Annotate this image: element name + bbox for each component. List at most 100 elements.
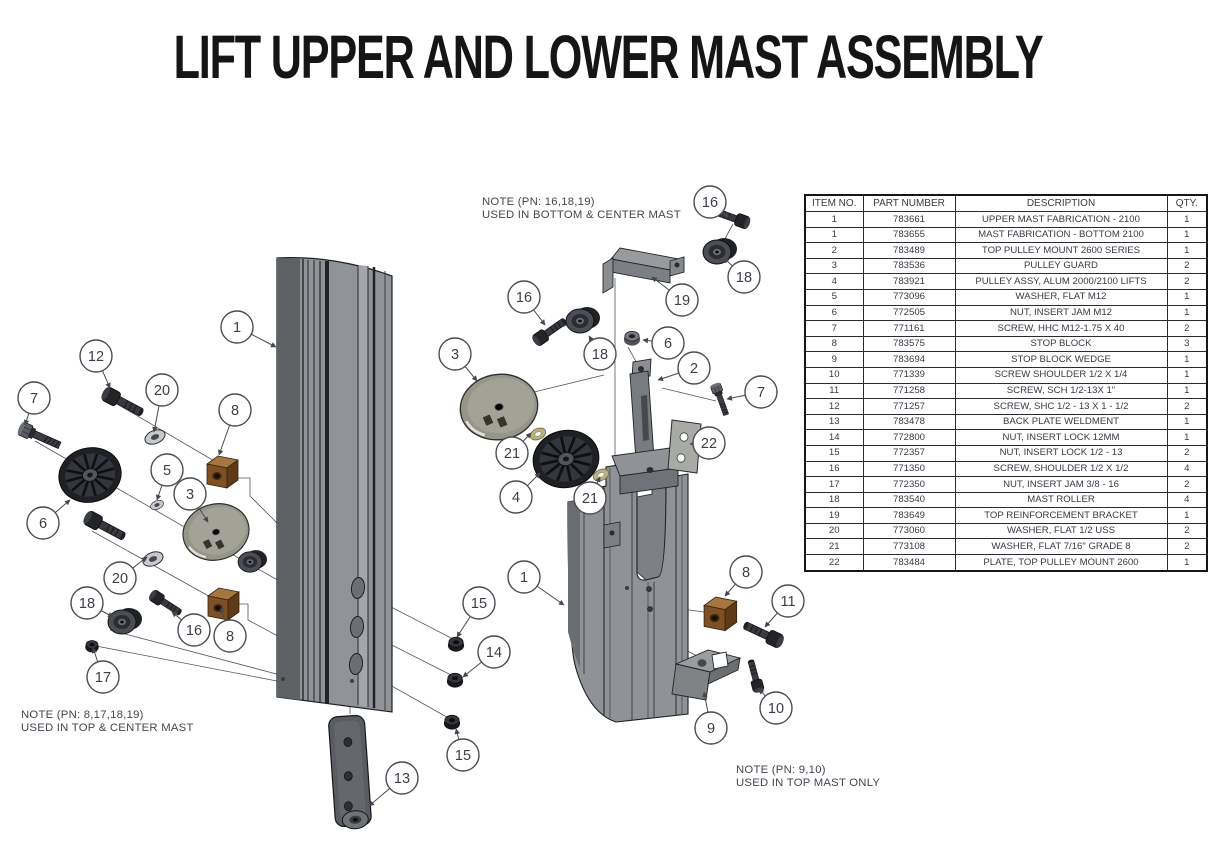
svg-text:18: 18 [592, 347, 608, 363]
callout-18-left: 18 [70, 586, 114, 620]
callout-3-left: 3 [173, 477, 209, 523]
callout-3-right: 3 [438, 337, 478, 382]
svg-text:10: 10 [768, 701, 784, 717]
table-cell: 1 [1166, 507, 1208, 524]
table-cell: 772800 [862, 429, 956, 446]
callout-8-right: 8 [724, 555, 763, 597]
callout-16-left: 16 [171, 611, 211, 647]
table-cell: 783540 [862, 491, 956, 509]
callout-15-bottom: 15 [446, 728, 480, 772]
callout-16-mid: 16 [507, 280, 546, 326]
table-cell: NUT, INSERT LOCK 12MM [954, 429, 1168, 446]
callout-14: 14 [462, 635, 511, 678]
table-cell: 14 [804, 429, 864, 446]
table-cell: 16 [804, 460, 864, 478]
callout-5: 5 [150, 453, 184, 501]
mast-roller-mid [565, 306, 601, 334]
callout-22: 22 [689, 426, 726, 460]
svg-text:6: 6 [664, 336, 672, 352]
table-cell: 771258 [862, 382, 956, 400]
table-cell: SCREW, SCH 1/2-13X 1" [954, 382, 1168, 400]
table-cell: 1 [1166, 211, 1208, 228]
note-top-center-mast: NOTE (PN: 8,17,18,19) USED IN TOP & CENT… [21, 709, 194, 734]
table-cell: 783655 [862, 226, 956, 244]
table-cell: 772505 [862, 304, 956, 322]
table-cell: 2 [1166, 320, 1208, 337]
table-cell: 771350 [862, 460, 956, 478]
svg-text:21: 21 [504, 446, 520, 462]
callout-6-right: 6 [642, 326, 685, 360]
svg-text:18: 18 [736, 270, 752, 286]
svg-text:3: 3 [186, 487, 194, 503]
table-cell: TOP PULLEY MOUNT 2600 SERIES [954, 242, 1168, 259]
svg-text:13: 13 [394, 771, 410, 787]
table-cell: 773060 [862, 522, 956, 540]
table-cell: STOP BLOCK WEDGE [954, 351, 1168, 368]
callout-19: 19 [651, 276, 699, 317]
shoulder-screw-left [146, 588, 185, 619]
callouts: 1 12 7 20 8 5 3 6 20 18 16 8 17 15 14 15… [17, 185, 805, 807]
svg-text:15: 15 [455, 748, 471, 764]
svg-text:7: 7 [757, 385, 765, 401]
table-cell: 2 [1166, 522, 1208, 540]
table-cell: 19 [804, 507, 864, 524]
table-cell: 1 [1166, 226, 1208, 244]
table-cell: 2 [1166, 257, 1208, 275]
shc-screw-top [98, 384, 147, 421]
svg-text:6: 6 [39, 516, 47, 532]
table-cell: 6 [804, 304, 864, 322]
table-cell: 3 [804, 257, 864, 275]
svg-text:15: 15 [471, 596, 487, 612]
table-cell: 1 [1166, 304, 1208, 322]
back-plate-weldment [328, 714, 372, 830]
table-cell: 2 [1166, 273, 1208, 290]
table-cell: STOP BLOCK [954, 335, 1168, 353]
callout-21-a: 21 [495, 432, 532, 470]
page-title: LIFT UPPER AND LOWER MAST ASSEMBLY [173, 23, 1044, 92]
svg-text:8: 8 [226, 629, 234, 645]
lock-nut-12mm [446, 672, 464, 689]
table-cell: 17 [804, 476, 864, 493]
stop-block-right [703, 596, 738, 632]
table-cell: 783661 [862, 211, 956, 228]
table-cell: 2 [1166, 444, 1208, 462]
table-cell: 783536 [862, 257, 956, 275]
table-cell: 4 [1166, 491, 1208, 509]
svg-text:9: 9 [707, 721, 715, 737]
table-cell: WASHER, FLAT 7/16" GRADE 8 [954, 538, 1168, 556]
note-bottom-center-mast: NOTE (PN: 16,18,19) USED IN BOTTOM & CEN… [482, 196, 681, 221]
table-cell: 9 [804, 351, 864, 368]
table-cell: MAST ROLLER [954, 491, 1168, 509]
hhc-screw-left [15, 420, 63, 453]
table-cell: 2 [804, 242, 864, 259]
table-cell: 773096 [862, 288, 956, 306]
col-description: DESCRIPTION [954, 194, 1168, 212]
table-cell: 12 [804, 398, 864, 415]
svg-text:1: 1 [233, 320, 241, 336]
table-cell: 783489 [862, 242, 956, 259]
callout-21-b: 21 [573, 476, 607, 515]
table-cell: 771257 [862, 398, 956, 415]
table-cell: 7 [804, 320, 864, 337]
table-cell: 772350 [862, 476, 956, 493]
table-cell: 22 [804, 554, 864, 572]
table-cell: 1 [1166, 351, 1208, 368]
top-pulley-mount-plate [667, 419, 702, 474]
table-cell: 771339 [862, 366, 956, 384]
table-cell: 773108 [862, 538, 956, 556]
